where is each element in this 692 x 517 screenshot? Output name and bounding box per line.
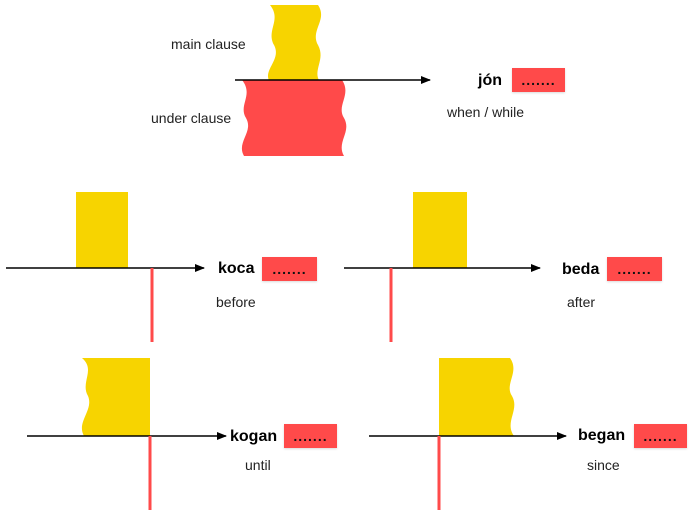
meaning-label-jon: when / while xyxy=(447,104,525,120)
conjunction-word-beda: beda xyxy=(562,261,600,278)
main-clause-shape xyxy=(268,5,322,82)
under-clause-shape xyxy=(241,80,347,156)
meaning-label-began: since xyxy=(587,457,620,473)
main-clause-shape xyxy=(413,192,467,268)
conjunction-word-kogan: kogan xyxy=(230,428,278,445)
meaning-label-beda: after xyxy=(567,294,596,310)
blank-box-began: ....... xyxy=(634,424,687,448)
diagram-koca xyxy=(6,192,205,342)
conjunction-word-began: began xyxy=(578,427,626,444)
diagram-jon xyxy=(235,5,431,156)
blank-text: ....... xyxy=(617,261,652,277)
blank-text: ....... xyxy=(272,261,307,277)
blank-text: ....... xyxy=(521,72,556,88)
diagram-kogan xyxy=(27,358,227,510)
blank-box-jon: ....... xyxy=(512,68,565,92)
diagram-beda xyxy=(344,192,541,342)
under-clause-label: under clause xyxy=(151,110,232,126)
conjunction-word-koca: koca xyxy=(218,260,255,277)
main-clause-label: main clause xyxy=(171,36,246,52)
diagram-began xyxy=(369,358,567,510)
meaning-label-koca: before xyxy=(216,294,256,310)
conjunction-word-jon: jón xyxy=(478,72,502,89)
blank-text: ....... xyxy=(643,428,678,444)
meaning-label-kogan: until xyxy=(245,457,271,473)
blank-box-beda: ....... xyxy=(607,257,662,281)
blank-text: ....... xyxy=(293,428,328,444)
blank-box-kogan: ....... xyxy=(284,424,337,448)
main-clause-shape xyxy=(76,192,128,268)
main-clause-shape xyxy=(439,358,515,436)
main-clause-shape xyxy=(81,358,150,436)
blank-box-koca: ....... xyxy=(262,257,317,281)
